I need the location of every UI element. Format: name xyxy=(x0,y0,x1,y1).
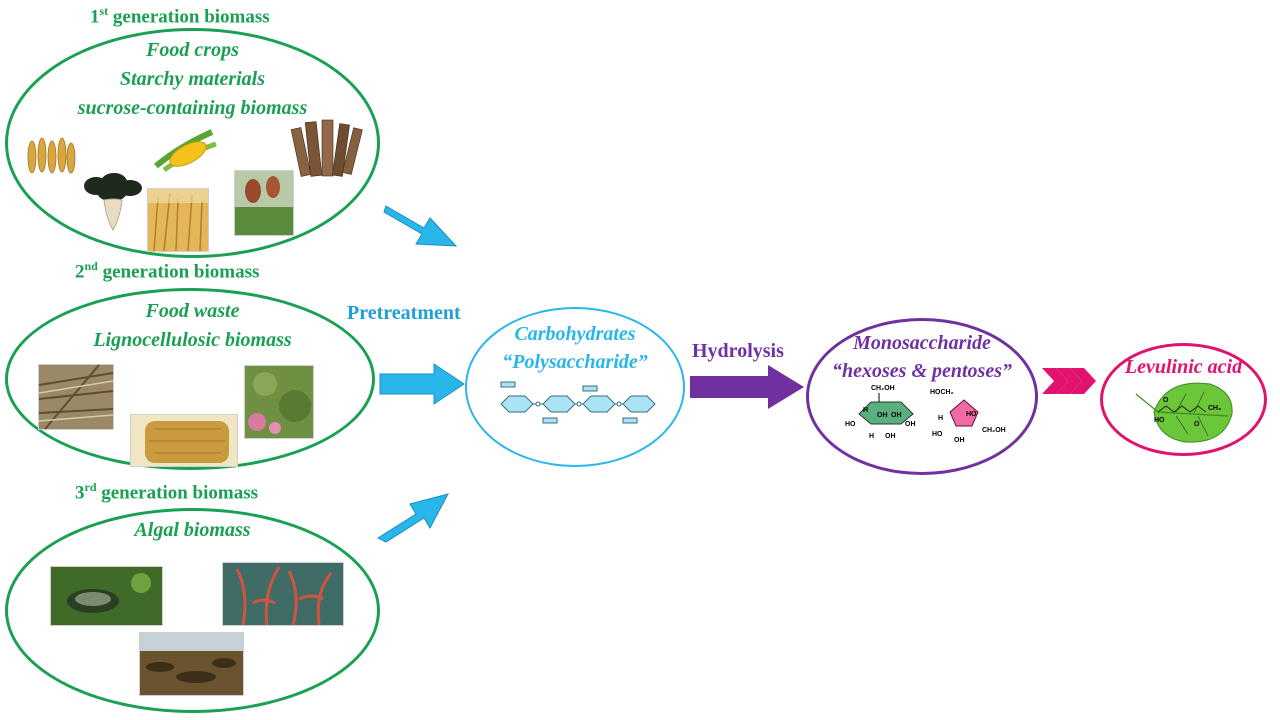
arrow-gen1-to-carbohydrates xyxy=(383,205,458,247)
leaf-icon: HO O O CH₃ xyxy=(1135,382,1233,443)
pentose-ch2oh-label: CH₂OH xyxy=(982,427,1006,434)
gen3-item-algal: Algal biomass xyxy=(134,519,251,541)
levulinic-o-label-2: O xyxy=(1194,421,1200,428)
carbohydrates-title: Carbohydrates “Polysaccharide” xyxy=(470,320,680,376)
levulinic-o-label: O xyxy=(1163,397,1169,404)
pentose-h-label: H xyxy=(938,415,943,422)
gen1-heading: 1st generation biomass xyxy=(90,4,270,28)
gen3-ellipse xyxy=(5,508,380,713)
hexose-oh-label-4: OH xyxy=(885,433,896,440)
gen1-ellipse xyxy=(5,28,380,258)
arrow-gen2-to-carbohydrates xyxy=(379,363,465,405)
hexose-oh-label-2: OH xyxy=(891,412,902,419)
gen2-ellipse xyxy=(5,288,375,470)
kelp-beach-photo xyxy=(139,632,244,696)
hexose-ch2oh-label: CH₂OH xyxy=(871,385,895,392)
carbohydrates-ellipse xyxy=(465,307,685,467)
gen1-item-starchy: Starchy materials xyxy=(119,68,265,90)
carbohydrates-line1: Carbohydrates xyxy=(514,323,636,345)
gen2-items: Food waste Lignocellulosic biomass xyxy=(20,297,365,355)
monosaccharide-ellipse xyxy=(806,318,1038,475)
pentose-oh-label: OH xyxy=(954,437,965,444)
gen1-item-sucrose: sucrose-containing biomass xyxy=(77,97,308,119)
pentose-structure: HOCH₂ HO H HO CH₂OH OH xyxy=(930,389,1006,444)
arrow-hydrolysis xyxy=(690,365,804,409)
gen3-heading: 3rd generation biomass xyxy=(75,480,258,504)
wheat-photo xyxy=(20,135,80,180)
sugarcane-photo xyxy=(290,119,363,177)
levulinic-ho-label: HO xyxy=(1154,417,1165,424)
monosaccharide-line2: “hexoses & pentoses” xyxy=(832,360,1012,382)
hexose-h-label: H xyxy=(863,407,868,414)
polysaccharide-structure xyxy=(500,381,656,424)
sorghum-photo xyxy=(234,170,294,236)
hexose-structure: CH₂OH OH OH H HO OH H OH xyxy=(845,385,916,440)
levulinic-acid-title: Levulinic acid xyxy=(1124,356,1243,378)
gen1-items: Food crops Starchy materials sucrose-con… xyxy=(20,36,365,123)
levulinic-acid-ellipse xyxy=(1100,343,1267,456)
hexose-oh-label-3: OH xyxy=(905,421,916,428)
pentose-ho-label-2: HO xyxy=(932,431,943,438)
chevron-arrow-icon xyxy=(1042,368,1096,394)
sugar-beet-photo xyxy=(84,173,142,231)
hay-bale-photo xyxy=(130,414,238,467)
grass-photo xyxy=(244,365,314,439)
gen2-item-lignocellulosic: Lignocellulosic biomass xyxy=(93,329,292,351)
hydrolysis-label: Hydrolysis xyxy=(692,340,784,362)
corn-photo xyxy=(154,129,217,173)
gen1-item-food-crops: Food crops xyxy=(146,39,239,61)
gen3-items: Algal biomass xyxy=(20,516,365,545)
pentose-hoch2-label: HOCH₂ xyxy=(930,389,954,396)
pretreatment-label: Pretreatment xyxy=(347,302,461,324)
gen2-heading: 2nd generation biomass xyxy=(75,259,260,283)
monosaccharide-line1: Monosaccharide xyxy=(853,332,991,354)
pond-algae-photo xyxy=(50,566,163,626)
monosaccharide-title: Monosaccharide “hexoses & pentoses” xyxy=(806,329,1038,385)
hexose-h-label-2: H xyxy=(869,433,874,440)
wheat-field-photo xyxy=(147,188,209,252)
straw-photo xyxy=(38,364,114,430)
gen2-item-food-waste: Food waste xyxy=(145,300,240,322)
carbohydrates-line2: “Polysaccharide” xyxy=(502,351,648,373)
arrow-gen3-to-carbohydrates xyxy=(376,493,449,543)
hexose-ho-label: HO xyxy=(845,421,856,428)
red-seaweed-photo xyxy=(222,562,344,626)
hexose-oh-label: OH xyxy=(877,412,888,419)
levulinic-ch3-label: CH₃ xyxy=(1208,405,1221,412)
pentose-ho-label: HO xyxy=(966,411,977,418)
